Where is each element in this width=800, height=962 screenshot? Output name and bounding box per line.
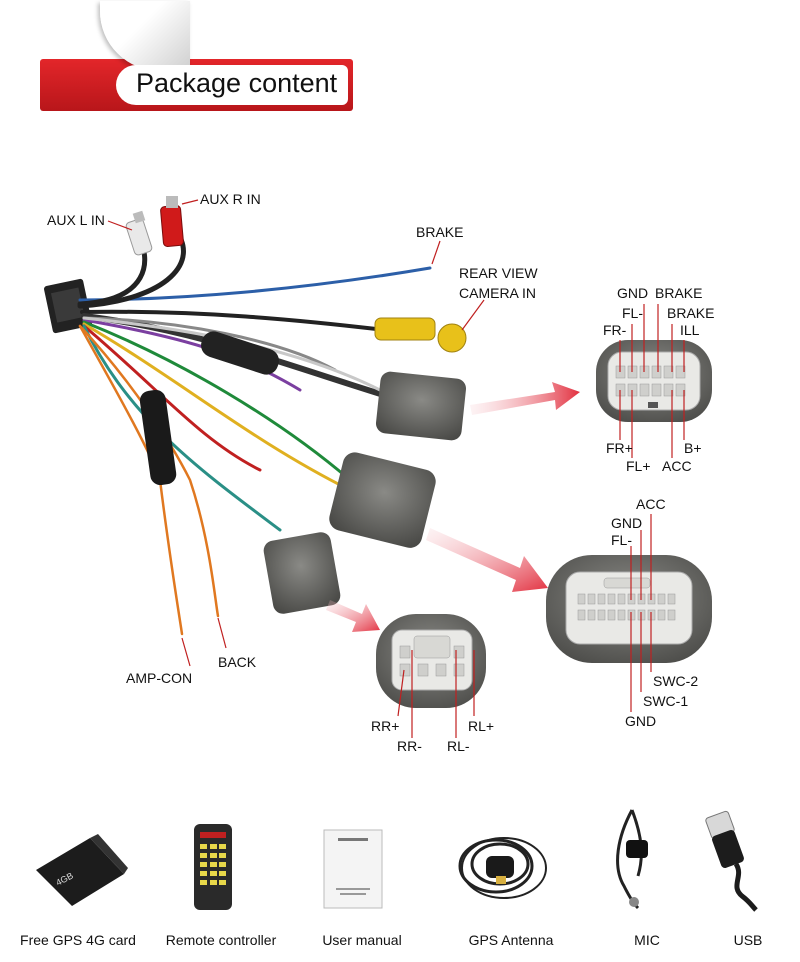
arrow-to-connector-c xyxy=(326,600,380,632)
conn-a-label-fl-minus: FL- xyxy=(622,305,643,321)
conn-a-label-fr-minus: FR- xyxy=(603,322,627,338)
main-harness-plug xyxy=(44,278,92,334)
inline-filter-box xyxy=(201,331,279,375)
accessory-label-remote: Remote controller xyxy=(165,932,277,948)
accessory-label-gps-card: Free GPS 4G card xyxy=(20,932,136,948)
conn-a-label-fl-plus: FL+ xyxy=(626,458,651,474)
wiring-diagram xyxy=(44,196,712,738)
conn-b-label-gnd-bottom: GND xyxy=(625,713,657,729)
conn-a-label-acc: ACC xyxy=(662,458,692,474)
harness-leader-lines xyxy=(107,199,485,667)
connector-a xyxy=(596,304,712,458)
page-title: Package content xyxy=(136,68,338,98)
conn-a-label-fr-plus: FR+ xyxy=(606,440,633,456)
label-amp-con: AMP-CON xyxy=(126,670,193,686)
connector-b xyxy=(546,514,712,712)
aux-r-rca-plug xyxy=(160,196,184,247)
manual-icon xyxy=(323,829,383,909)
label-rear-view: REAR VIEW xyxy=(459,265,538,281)
label-brake: BRAKE xyxy=(416,224,464,240)
conn-b-label-swc-1: SWC-1 xyxy=(643,693,689,709)
conn-a-label-brake-top: BRAKE xyxy=(655,285,703,301)
harness-wires xyxy=(77,227,432,636)
conn-b-label-fl-minus: FL- xyxy=(611,532,632,548)
label-aux-l-in: AUX L IN xyxy=(47,212,105,228)
label-aux-r-in: AUX R IN xyxy=(200,191,261,207)
conn-a-label-gnd: GND xyxy=(617,285,649,301)
conn-a-label-brake: BRAKE xyxy=(667,305,715,321)
accessory-label-usb: USB xyxy=(733,932,763,948)
harness-connector-foam-1 xyxy=(375,371,467,441)
conn-b-label-acc: ACC xyxy=(636,496,666,512)
conn-c-label-rl-plus: RL+ xyxy=(468,718,495,734)
accessory-label-gps-antenna: GPS Antenna xyxy=(468,932,554,948)
header-banner: Package content xyxy=(40,1,353,111)
banner-white-panel xyxy=(116,65,348,105)
gps-antenna-icon xyxy=(458,837,547,899)
conn-a-label-ill: ILL xyxy=(680,322,700,338)
conn-c-label-rr-minus: RR- xyxy=(397,738,422,754)
conn-c-label-rr-plus: RR+ xyxy=(371,718,400,734)
harness-connector-foam-2 xyxy=(329,452,436,548)
mic-icon xyxy=(616,809,648,910)
conn-b-label-swc-2: SWC-2 xyxy=(653,673,699,689)
inline-fuse-holder xyxy=(139,389,177,486)
harness-connector-foam-3 xyxy=(263,532,341,614)
connector-c xyxy=(376,614,486,738)
conn-c-label-rl-minus: RL- xyxy=(447,738,470,754)
label-back: BACK xyxy=(218,654,257,670)
arrow-to-connector-a xyxy=(470,382,580,415)
usb-cable-icon xyxy=(705,810,758,912)
remote-icon xyxy=(194,824,232,910)
label-camera-in: CAMERA IN xyxy=(459,285,537,301)
conn-b-label-gnd: GND xyxy=(611,515,643,531)
accessory-label-manual: User manual xyxy=(322,932,402,948)
conn-a-label-b-plus: B+ xyxy=(684,440,702,456)
accessory-label-mic: MIC xyxy=(634,932,660,948)
arrow-to-connector-b xyxy=(426,528,548,592)
aux-l-rca-plug xyxy=(125,210,153,256)
camera-rca-plug xyxy=(374,317,467,353)
sd-card-icon: 4GB xyxy=(36,834,128,906)
